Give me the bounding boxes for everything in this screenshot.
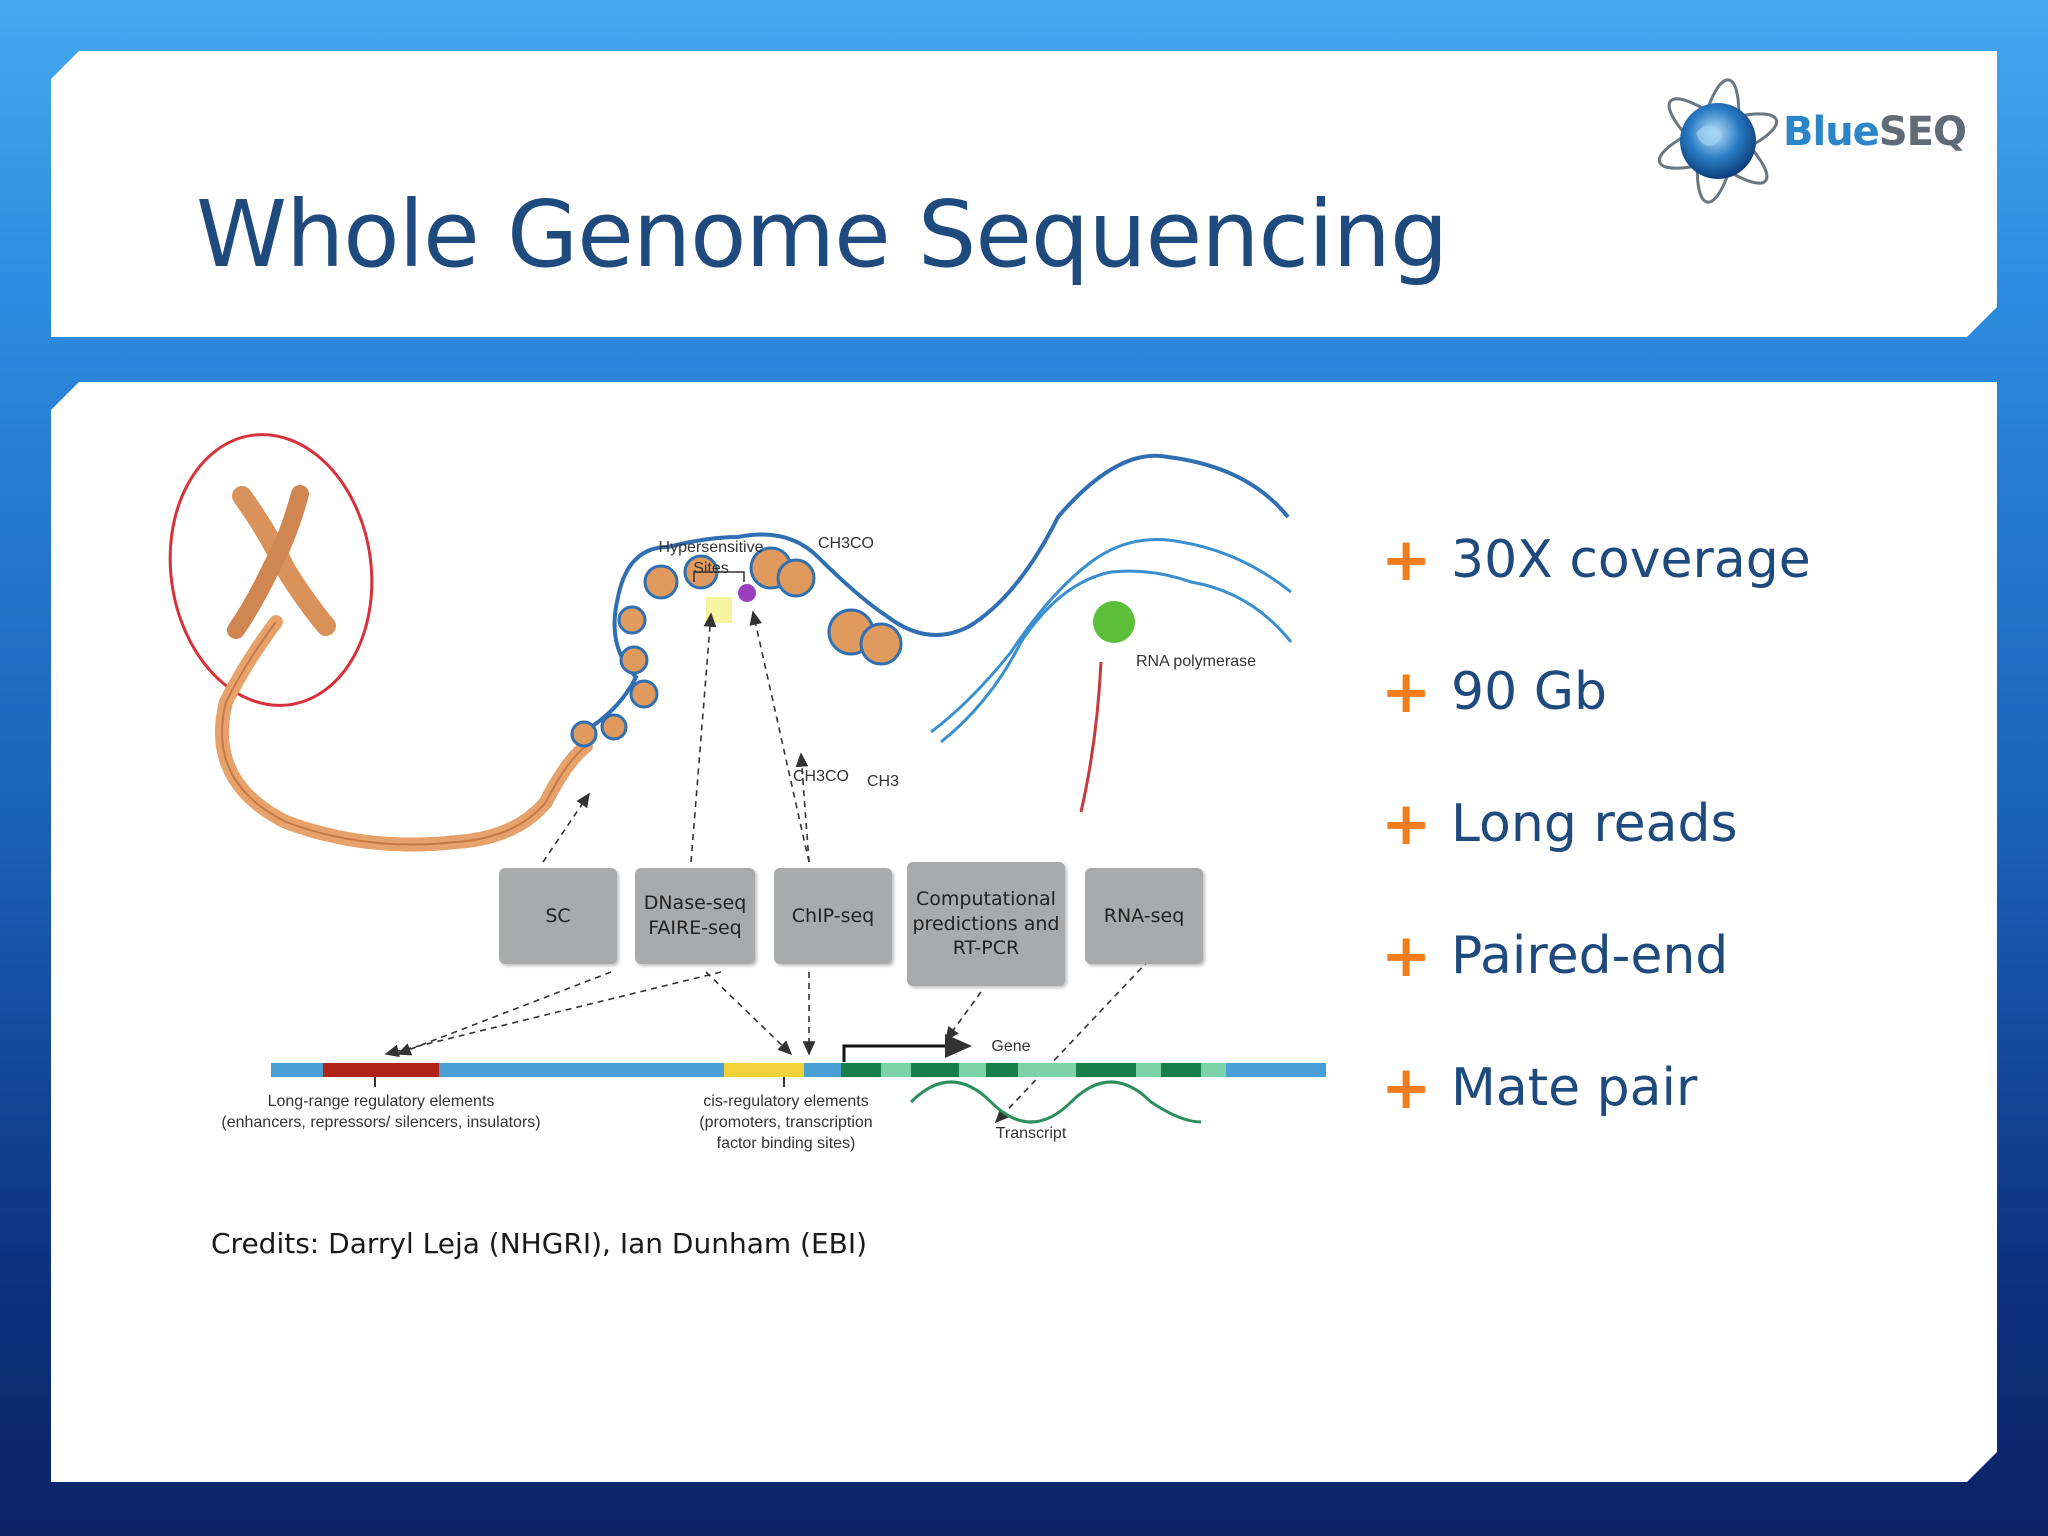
method-arrows xyxy=(386,612,1149,1122)
label-transcript: Transcript xyxy=(995,1125,1067,1142)
content-panel: SC DNase-seq FAIRE-seq ChIP-seq Computat… xyxy=(51,382,1997,1482)
bullet-item: + Paired-end xyxy=(1381,921,1729,991)
plus-icon: + xyxy=(1381,1053,1432,1123)
bullet-list: + 30X coverage + 90 Gb + Long reads + Pa… xyxy=(1381,494,1811,1154)
label-gene: Gene xyxy=(991,1038,1031,1055)
genome-track xyxy=(271,1063,1326,1087)
rna-polymerase-icon xyxy=(1093,601,1135,643)
method-dnase-faire: DNase-seq FAIRE-seq xyxy=(635,868,755,964)
chromosome-icon xyxy=(236,494,326,630)
gene-arrow xyxy=(844,1046,969,1062)
chromatin-fiber xyxy=(222,622,586,845)
blueseq-logo: BlueSEQ xyxy=(1648,71,1978,211)
double-helix xyxy=(931,540,1291,813)
label-long-range: Long-range regulatory elements (enhancer… xyxy=(221,1093,541,1131)
plus-icon: + xyxy=(1381,525,1432,595)
label-hypersensitive: Hypersensitive Sites xyxy=(658,539,764,577)
logo-wordmark: BlueSEQ xyxy=(1783,109,1966,155)
title-panel: Whole Genome Sequencing BlueSEQ xyxy=(51,51,1997,337)
nucleosomes xyxy=(572,548,901,746)
transcript-wave xyxy=(911,1082,1201,1122)
dna-strand xyxy=(591,456,1288,727)
label-rna-polymerase: RNA polymerase xyxy=(1135,653,1257,670)
method-sc: SC xyxy=(499,868,617,964)
slide-title: Whole Genome Sequencing xyxy=(196,181,1448,288)
label-ch3co-top: CH3CO xyxy=(817,535,874,552)
plus-icon: + xyxy=(1381,789,1432,859)
plus-icon: + xyxy=(1381,921,1432,991)
label-ch3: CH3 xyxy=(866,773,899,790)
method-chip-seq: ChIP-seq xyxy=(774,868,892,964)
genome-diagram: SC DNase-seq FAIRE-seq ChIP-seq Computat… xyxy=(101,382,1381,1182)
bullet-item: + 90 Gb xyxy=(1381,657,1607,727)
highlight-ellipse xyxy=(153,421,389,718)
label-cis-regulatory: cis-regulatory elements (promoters, tran… xyxy=(699,1093,873,1152)
bullet-item: + Long reads xyxy=(1381,789,1738,859)
method-rna-seq: RNA-seq xyxy=(1085,868,1203,964)
bullet-item: + Mate pair xyxy=(1381,1053,1698,1123)
diagram-artwork xyxy=(101,382,1381,1182)
globe-icon xyxy=(1648,71,1788,211)
label-ch3co-mid: CH3CO xyxy=(792,768,849,785)
credits: Credits: Darryl Leja (NHGRI), Ian Dunham… xyxy=(211,1227,868,1260)
protein-marker xyxy=(738,584,756,602)
plus-icon: + xyxy=(1381,657,1432,727)
bullet-item: + 30X coverage xyxy=(1381,525,1811,595)
method-computational: Computational predictions and RT-PCR xyxy=(907,862,1065,986)
